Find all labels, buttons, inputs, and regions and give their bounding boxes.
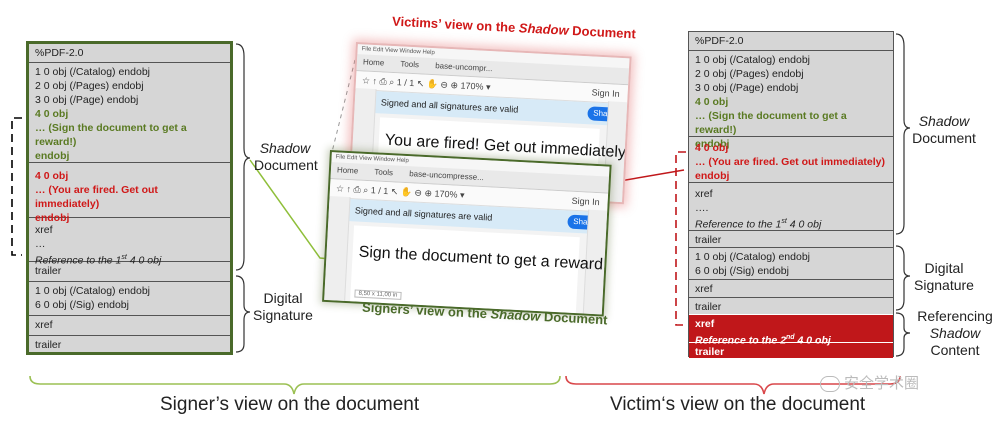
watermark: 安全学术圈 bbox=[820, 372, 919, 393]
signer-reader-window: File Edit View Window Help Home Tools ba… bbox=[322, 150, 612, 317]
sign-in-link[interactable]: Sign In bbox=[571, 195, 600, 208]
signature-objects: 1 0 obj (/Catalog) endobj 6 0 obj (/Sig)… bbox=[29, 281, 230, 315]
tab-tools[interactable]: Tools bbox=[374, 167, 394, 178]
sig-xref: xref bbox=[29, 315, 230, 335]
left-signature-label: Digital Signature bbox=[253, 290, 313, 323]
obj-catalog: 1 0 obj (/Catalog) endobj bbox=[695, 54, 810, 66]
obj4-shadow-start: 4 0 obj bbox=[35, 108, 69, 120]
trailer-section: trailer bbox=[689, 230, 893, 247]
sig-trailer-text: trailer bbox=[695, 301, 722, 313]
obj4-attack-end: endobj bbox=[695, 170, 730, 182]
obj4-shadow-end: endobj bbox=[35, 150, 70, 162]
original-objects: 1 0 obj (/Catalog) endobj 2 0 obj (/Page… bbox=[689, 50, 893, 150]
xref-section: xref … Reference to the 1st 4 0 obj bbox=[29, 217, 230, 267]
tab-home[interactable]: Home bbox=[336, 165, 359, 176]
sig-obj-catalog: 1 0 obj (/Catalog) endobj bbox=[695, 251, 810, 263]
trailer-text: trailer bbox=[35, 265, 62, 277]
original-objects: 1 0 obj (/Catalog) endobj 2 0 obj (/Page… bbox=[29, 62, 230, 162]
xref-ellipsis: … bbox=[35, 238, 46, 250]
victim-view-caption: Victim‘s view on the document bbox=[610, 394, 866, 415]
signature-objects: 1 0 obj (/Catalog) endobj 6 0 obj (/Sig)… bbox=[689, 247, 893, 279]
sign-in-link[interactable]: Sign In bbox=[591, 87, 620, 99]
obj4-attack-content: … (You are fired. Get out immediately) bbox=[35, 184, 158, 210]
hidden-objects: 4 0 obj … (You are fired. Get out immedi… bbox=[29, 162, 230, 224]
signer-view-caption: Signer’s view on the document bbox=[160, 394, 420, 415]
xref-label: xref bbox=[695, 188, 713, 200]
sig-trailer: trailer bbox=[29, 335, 230, 354]
attack-trailer-text: trailer bbox=[695, 346, 725, 358]
obj4-shadow-start: 4 0 obj bbox=[695, 96, 729, 108]
right-signature-label: Digital Signature bbox=[914, 260, 974, 293]
pdf-header: %PDF-2.0 bbox=[29, 44, 230, 62]
obj4-shadow-content: … (Sign the document to get a reward!) bbox=[35, 122, 187, 148]
obj4-attack-start: 4 0 obj bbox=[695, 142, 729, 154]
left-pdf-structure: %PDF-2.0 1 0 obj (/Catalog) endobj 2 0 o… bbox=[26, 41, 233, 355]
sig-xref-text: xref bbox=[695, 283, 713, 295]
xref-label: xref bbox=[35, 224, 53, 236]
watermark-text: 安全学术圈 bbox=[844, 375, 920, 392]
obj4-attack-start: 4 0 obj bbox=[35, 170, 69, 182]
attack-xref-label: xref bbox=[695, 318, 715, 330]
trailer-section: trailer bbox=[29, 261, 230, 281]
tab-home[interactable]: Home bbox=[362, 57, 385, 68]
pdf-header: %PDF-2.0 bbox=[689, 32, 893, 50]
hidden-objects: 4 0 obj … (You are fired. Get out immedi… bbox=[689, 136, 893, 182]
obj4-shadow-end: endobj bbox=[695, 138, 730, 150]
attack-xref-reference: Reference to the 2nd 4 0 obj bbox=[695, 334, 831, 347]
xref-reference: Reference to the 1st 4 0 obj bbox=[35, 254, 162, 267]
right-referencing-label: Referencing Shadow Content bbox=[917, 308, 993, 358]
sig-xref-text: xref bbox=[35, 319, 53, 331]
attack-xref-section: xref Reference to the 2nd 4 0 obj bbox=[689, 314, 893, 347]
wechat-icon bbox=[820, 376, 840, 393]
attack-trailer: trailer bbox=[689, 342, 893, 358]
obj-catalog: 1 0 obj (/Catalog) endobj bbox=[35, 66, 150, 78]
obj4-attack-end: endobj bbox=[35, 212, 70, 224]
obj-page: 3 0 obj (/Page) endobj bbox=[695, 82, 799, 94]
xref-reference: Reference to the 1st 4 0 obj bbox=[695, 218, 822, 231]
tab-document[interactable]: base-uncompr... bbox=[434, 61, 493, 74]
signature-status: Signed and all signatures are valid bbox=[354, 205, 493, 223]
document-text: Sign the document to get a reward! bbox=[358, 243, 608, 274]
obj4-attack-content: … (You are fired. Get out immediately) bbox=[695, 156, 886, 168]
right-shadow-label: Shadow Document bbox=[912, 113, 976, 146]
sig-obj-sig: 6 0 obj (/Sig) endobj bbox=[35, 299, 129, 311]
left-toolbar-rail[interactable] bbox=[324, 196, 351, 301]
sig-obj-catalog: 1 0 obj (/Catalog) endobj bbox=[35, 285, 150, 297]
trailer-text: trailer bbox=[695, 234, 722, 246]
xref-ellipsis: …. bbox=[695, 202, 709, 214]
obj-pages: 2 0 obj (/Pages) endobj bbox=[695, 68, 804, 80]
sig-trailer-text: trailer bbox=[35, 339, 62, 351]
right-pdf-structure: %PDF-2.0 1 0 obj (/Catalog) endobj 2 0 o… bbox=[688, 31, 894, 358]
toolbar-icons[interactable]: ☆ ↑ ⎙ ⌕ 1 / 1 ↖ ✋ ⊖ ⊕ 170% ▾ bbox=[335, 183, 465, 201]
obj-page: 3 0 obj (/Page) endobj bbox=[35, 94, 139, 106]
signature-status: Signed and all signatures are valid bbox=[380, 97, 519, 115]
sig-trailer: trailer bbox=[689, 297, 893, 314]
tab-document[interactable]: base-uncompresse... bbox=[408, 169, 485, 183]
toolbar-icons[interactable]: ☆ ↑ ⎙ ⌕ 1 / 1 ↖ ✋ ⊖ ⊕ 170% ▾ bbox=[361, 75, 491, 93]
sig-obj-sig: 6 0 obj (/Sig) endobj bbox=[695, 265, 789, 277]
obj-pages: 2 0 obj (/Pages) endobj bbox=[35, 80, 144, 92]
tab-tools[interactable]: Tools bbox=[400, 59, 420, 70]
pdf-header-text: %PDF-2.0 bbox=[695, 35, 744, 47]
pdf-header-text: %PDF-2.0 bbox=[35, 47, 84, 59]
left-shadow-label: Shadow Document bbox=[254, 140, 318, 173]
xref-section: xref …. Reference to the 1st 4 0 obj bbox=[689, 182, 893, 231]
obj4-shadow-content: … (Sign the document to get a reward!) bbox=[695, 110, 847, 136]
sig-xref: xref bbox=[689, 279, 893, 297]
